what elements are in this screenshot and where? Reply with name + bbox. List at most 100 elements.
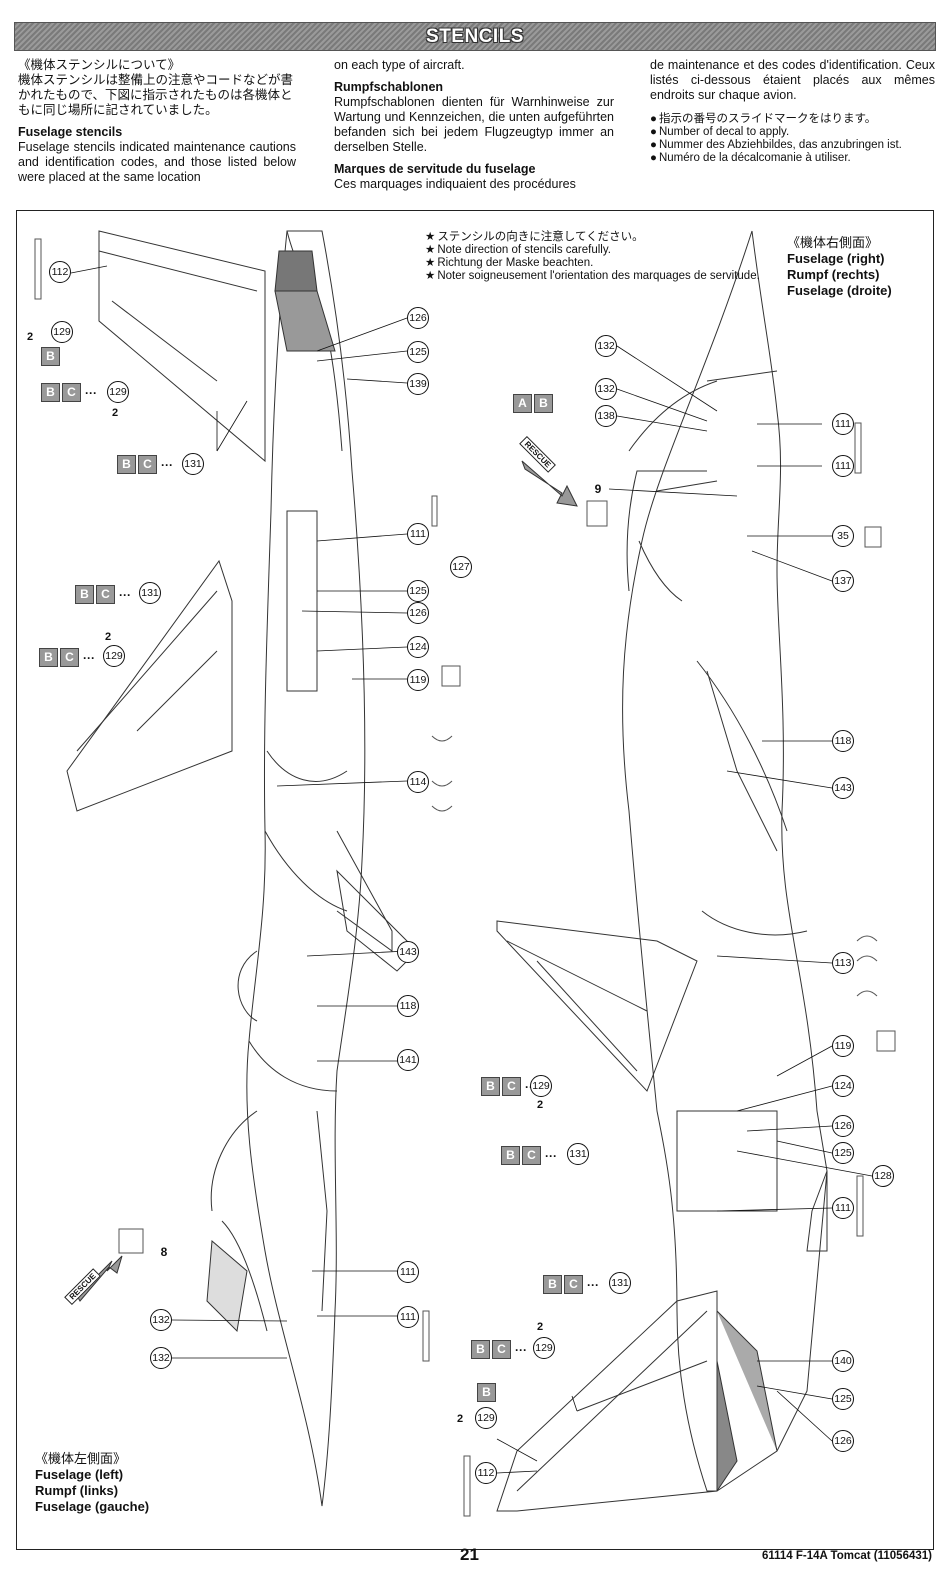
callout-126-left-b: 126 [407,602,429,624]
callout-111-left-b: 111 [397,1261,419,1283]
callout-137-right: 137 [832,570,854,592]
left-view-de: Rumpf (links) [35,1483,119,1498]
page-number: 21 [460,1545,479,1564]
callout-124-left: 124 [407,636,429,658]
right-view-label: 《機体右側面》 Fuselage (right) Rumpf (rechts) … [787,235,892,299]
callout-125-right-a: 125 [832,1142,854,1164]
note-fr: Noter soigneusement l'orientation des ma… [425,270,759,283]
callout-125-left-b: 125 [407,580,429,602]
de-body: Rumpfschablonen dienten für Warnhinweise… [334,95,614,154]
callout-118-right: 118 [832,730,854,752]
intro-column-2: on each type of aircraft. Rumpfschablone… [334,58,614,192]
right-view-de: Rumpf (rechts) [787,267,880,282]
jp-body: 機体ステンシルは整備上の注意やコードなどが書かれたもので、下図に指示されたものは… [18,73,294,117]
callout-8-left: 8 [153,1241,175,1263]
tag-b-right: B [477,1383,498,1402]
callout-35-right: 35 [832,525,854,547]
callout-129-left-c: 129 [103,645,125,667]
letter-b: B [117,455,136,474]
callout-129-left-a: 129 [51,321,73,343]
letter-c: C [60,648,79,667]
left-view-fr: Fuselage (gauche) [35,1499,150,1514]
stencil-marks [34,238,896,1517]
callout-127-left: 127 [450,556,472,578]
callout-129-left-b: 129 [107,381,129,403]
right-view-en: Fuselage (right) [787,251,885,266]
callout-113-right: 113 [832,952,854,974]
bullet-fr: Numéro de la décalcomanie à utiliser. [650,152,935,165]
note-de: Richtung der Maske beachten. [425,257,760,270]
de-title: Rumpfschablonen [334,80,444,94]
dots: ··· [545,1148,557,1163]
callout-111-right-b: 111 [832,455,854,477]
callout-143-right: 143 [832,777,854,799]
stencils-banner: STENCILS [14,22,936,51]
letter-c: C [62,383,81,402]
callout-140-right: 140 [832,1350,854,1372]
jp-title: 《機体ステンシルについて》 [18,58,181,72]
callout-119-right: 119 [832,1035,854,1057]
letter-b: B [39,648,58,667]
letter-a: A [513,394,532,413]
leader-lines [70,265,873,1474]
tag-b-left-a: B [41,347,62,366]
callout-131-right-a: 131 [567,1143,589,1165]
bullet-en: Number of decal to apply. [650,126,935,139]
letter-b: B [471,1340,490,1359]
right-fuselage-outline [622,230,828,1492]
qty-2: 2 [112,407,119,419]
right-stabilizer [806,1170,828,1252]
aircraft-line-art [34,230,896,1517]
callout-111-right-a: 111 [832,413,854,435]
callout-119-left: 119 [407,669,429,691]
right-view-jp: 《機体右側面》 [787,235,879,250]
tag-bc-right-a: BC··· [481,1077,537,1096]
dots: ··· [161,457,173,472]
callout-124-right: 124 [832,1075,854,1097]
letter-b: B [477,1383,496,1402]
qty-2: 2 [105,631,112,643]
right-vertical-tail [496,1290,718,1512]
bullet-jp: 指示の番号のスライドマークをはります。 [650,113,935,126]
letter-b: B [41,383,60,402]
callout-112-right: 112 [475,1462,497,1484]
callout-126-right-a: 126 [832,1115,854,1137]
dots: ··· [119,587,131,602]
stencil-diagram: ステンシルの向きに注意してください。 Note direction of ste… [16,210,934,1550]
callout-114-left: 114 [407,771,429,793]
callout-131-left-a: 131 [182,453,204,475]
callout-111-right-c: 111 [832,1197,854,1219]
qty-2: 2 [537,1321,544,1333]
callout-9-right: 9 [587,478,609,500]
left-wing [66,559,233,812]
fr-tail: de maintenance et des codes d'identifica… [650,58,935,102]
intro-column-1: 《機体ステンシルについて》 機体ステンシルは整備上の注意やコードなどが書かれたも… [18,58,296,185]
letter-b: B [543,1275,562,1294]
dots: ··· [515,1342,527,1357]
callout-132-right-a: 132 [595,335,617,357]
en-tail: on each type of aircraft. [334,58,465,72]
note-en: Note direction of stencils carefully. [425,244,760,257]
letter-b: B [481,1077,500,1096]
letter-b: B [501,1146,520,1165]
left-view-jp: 《機体左側面》 [35,1451,127,1466]
letter-b: B [41,347,60,366]
letter-c: C [564,1275,583,1294]
callout-143-left: 143 [397,941,419,963]
callout-126-left-a: 126 [407,307,429,329]
letter-b: B [534,394,553,413]
callout-112-left: 112 [49,261,71,283]
right-view-fr: Fuselage (droite) [787,283,892,298]
bullet-de: Nummer des Abziehbildes, das anzubringen… [650,139,935,152]
left-view-label: 《機体左側面》 Fuselage (left) Rumpf (links) Fu… [35,1451,149,1515]
fr-body: Ces marquages indiquaient des procédures [334,177,576,191]
left-vertical-tail [98,230,266,463]
callout-128-right: 128 [872,1165,894,1187]
rescue-arrows [76,460,578,1302]
